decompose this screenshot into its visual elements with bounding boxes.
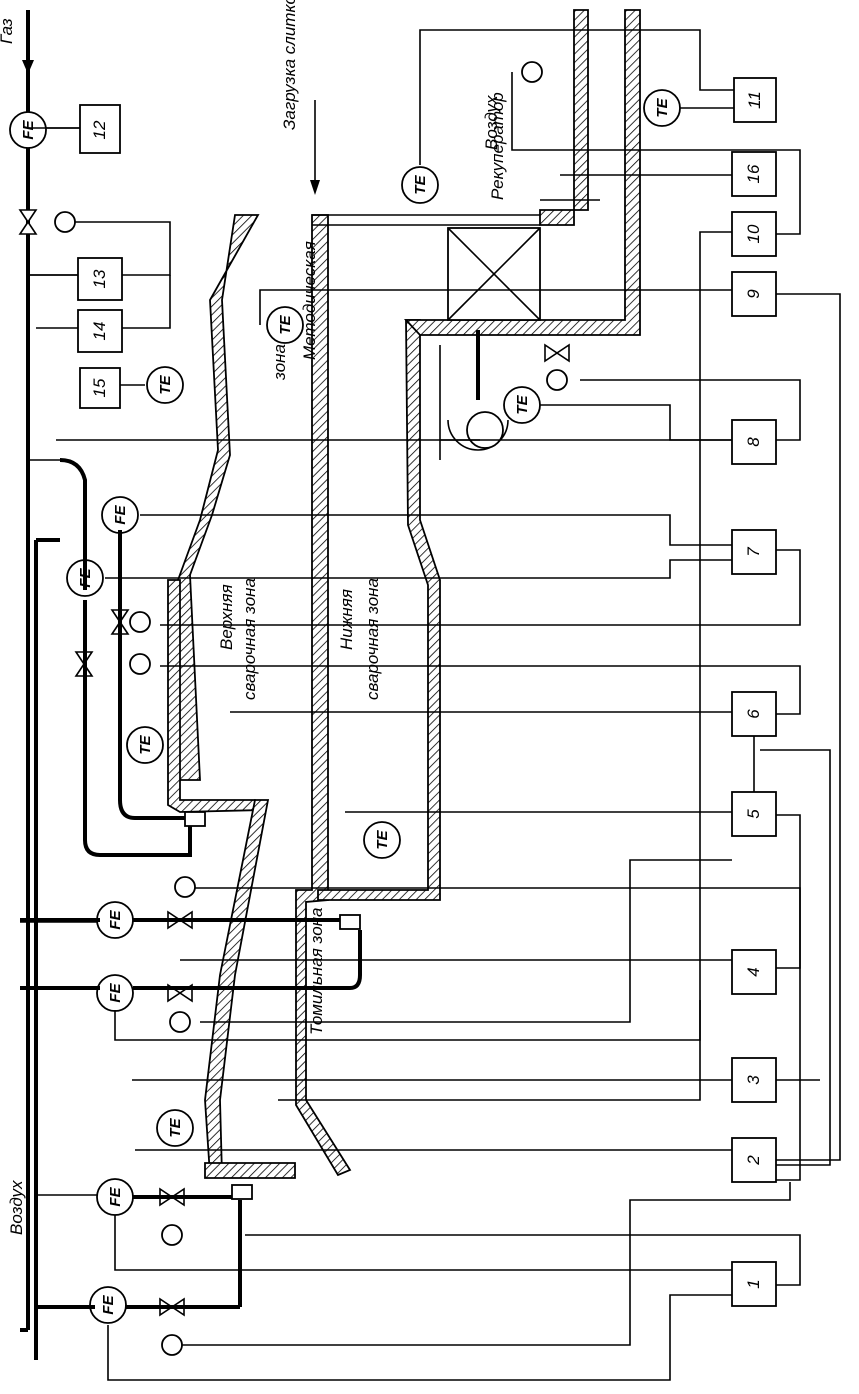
label-methodical-1: Методическая	[300, 241, 319, 360]
label-loading: Загрузка слитков	[280, 0, 299, 130]
te-upper-zone: TE	[126, 726, 164, 764]
block-14: 14	[77, 309, 123, 353]
svg-text:4: 4	[744, 967, 763, 976]
svg-text:10: 10	[744, 224, 763, 243]
block-5: 5	[731, 791, 777, 837]
fe-gas-main: FE	[9, 111, 47, 149]
svg-text:1: 1	[744, 1279, 763, 1288]
block-12: 12	[79, 104, 121, 154]
svg-text:TE: TE	[412, 174, 429, 194]
svg-text:12: 12	[90, 120, 109, 139]
label-soaking: Томильная зона	[307, 908, 326, 1036]
fe-upper-1: FE	[101, 496, 139, 534]
label-upper-2: сварочная зона	[240, 578, 259, 700]
block-10: 10	[731, 211, 777, 257]
label-recuperator: Рекуператор	[488, 92, 507, 200]
svg-text:FE: FE	[112, 504, 129, 524]
block-16: 16	[731, 151, 777, 197]
te-methodical: TE	[266, 306, 304, 344]
fe-air-1: FE	[96, 1178, 134, 1216]
svg-text:15: 15	[90, 378, 109, 397]
svg-text:TE: TE	[157, 374, 174, 394]
furnace-walls	[167, 9, 641, 1179]
svg-text:14: 14	[90, 322, 109, 341]
te-fan: TE	[503, 386, 541, 424]
fe-air-2: FE	[89, 1286, 127, 1324]
recuperator	[447, 227, 541, 321]
svg-text:3: 3	[744, 1075, 763, 1085]
svg-text:TE: TE	[277, 314, 294, 334]
fe-soak-2: FE	[96, 974, 134, 1012]
svg-text:5: 5	[744, 809, 763, 819]
block-9: 9	[731, 271, 777, 317]
block-4: 4	[731, 949, 777, 995]
label-recuperator-air: Воздух	[482, 95, 501, 150]
block-11: 11	[733, 77, 777, 123]
block-1: 1	[731, 1261, 777, 1307]
svg-text:TE: TE	[514, 394, 531, 414]
te-soaking: TE	[156, 1109, 194, 1147]
block-13: 13	[77, 257, 123, 301]
svg-text:13: 13	[90, 269, 109, 288]
svg-text:7: 7	[744, 547, 763, 557]
block-7: 7	[731, 529, 777, 575]
svg-text:FE: FE	[107, 909, 124, 929]
svg-text:FE: FE	[100, 1294, 117, 1314]
svg-text:FE: FE	[20, 119, 37, 139]
block-8: 8	[731, 419, 777, 465]
burner-pipes	[20, 458, 362, 1309]
svg-text:11: 11	[745, 91, 764, 109]
svg-text:FE: FE	[107, 1186, 124, 1206]
signal-lines	[28, 29, 841, 1381]
te-lower-zone: TE	[363, 821, 401, 859]
label-lower-1: Нижняя	[337, 589, 356, 650]
te-recuperator: TE	[401, 166, 439, 204]
svg-text:TE: TE	[167, 1117, 184, 1137]
block-15: 15	[79, 367, 121, 409]
block-6: 6	[731, 691, 777, 737]
label-air: Воздух	[7, 1180, 26, 1235]
label-upper-1: Верхняя	[217, 584, 236, 650]
label-methodical-2: зона	[270, 344, 289, 381]
svg-text:FE: FE	[107, 982, 124, 1002]
svg-text:6: 6	[744, 709, 763, 719]
svg-text:TE: TE	[654, 97, 671, 117]
svg-text:9: 9	[744, 289, 763, 299]
block-3: 3	[731, 1057, 777, 1103]
svg-text:2: 2	[744, 1155, 763, 1166]
svg-text:TE: TE	[137, 734, 154, 754]
svg-text:8: 8	[744, 437, 763, 447]
gas-main-pipe	[22, 10, 34, 1330]
block-2: 2	[731, 1137, 777, 1183]
fe-soak-1: FE	[96, 901, 134, 939]
te-stack: TE	[643, 89, 681, 127]
te-left: TE	[146, 366, 184, 404]
svg-text:16: 16	[744, 164, 763, 183]
label-gas: Газ	[0, 18, 16, 44]
air-main-pipe	[20, 538, 60, 1360]
label-lower-2: сварочная зона	[363, 578, 382, 700]
svg-text:TE: TE	[374, 829, 391, 849]
